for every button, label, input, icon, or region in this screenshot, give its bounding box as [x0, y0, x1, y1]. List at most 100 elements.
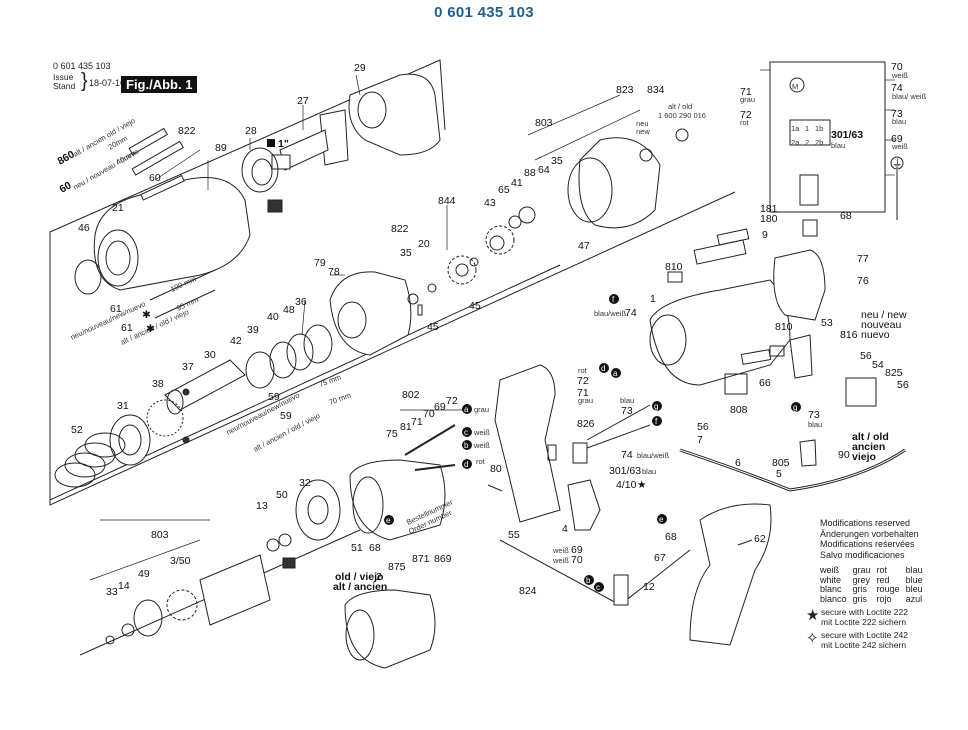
part-31-hammer: [109, 414, 151, 466]
callout-70a: 70: [423, 408, 435, 420]
callout-45b: 45: [427, 321, 439, 333]
callout-60b: 60: [149, 172, 161, 184]
wire-marker-g-housing: g: [793, 403, 797, 412]
callout-59b: 59: [280, 410, 292, 422]
part-33-washer: [105, 635, 115, 645]
color-cell: red: [876, 574, 890, 585]
part-dampener: [547, 444, 557, 461]
color-cell: blau: [905, 565, 923, 575]
callout-39: 39: [247, 324, 259, 336]
callout-61b: 61: [121, 322, 133, 334]
callout-38: 38: [152, 378, 164, 390]
callout-56b: 56: [860, 350, 872, 362]
label-blau-weiss-74: blau/weiß: [637, 451, 670, 460]
switch-pin-1b: 1b: [815, 124, 823, 133]
label-blau-weiss-74-wiring: blau/ weiß: [892, 92, 927, 101]
callout-808: 808: [730, 404, 748, 416]
part-12-suppressor: [613, 574, 629, 606]
callout-76: 76: [857, 275, 869, 287]
callout-74a: 74: [621, 449, 633, 461]
callout-1: 1: [650, 293, 656, 305]
color-cell: rojo: [876, 593, 892, 604]
callout-40: 40: [267, 311, 279, 323]
callout-37: 37: [182, 361, 194, 373]
callout-89: 89: [215, 142, 227, 154]
part-80-screw: [487, 484, 503, 492]
callout-48: 48: [283, 304, 295, 316]
callout-6: 6: [735, 457, 741, 469]
callout-834: 834: [647, 84, 665, 96]
note-es: Salvo modificaciones: [820, 549, 905, 560]
label-rot-d: rot: [476, 457, 486, 466]
ground-icon: ⏚: [892, 158, 903, 170]
stand-label: Stand: [53, 81, 76, 91]
callout-72b: 72: [577, 375, 589, 387]
part-35-bearing: [407, 293, 419, 305]
wiring-diagram: [769, 61, 904, 237]
callout-60: 60: [58, 179, 74, 195]
callout-43: 43: [484, 197, 496, 209]
part-13-bearing: [266, 538, 280, 552]
loctite-star-icon-61b: ✱: [146, 323, 155, 335]
label-neu: neu: [636, 119, 649, 128]
callout-871: 871: [412, 553, 430, 565]
part-28-ring: [241, 147, 279, 193]
loctite-star-icon-61a: ✱: [142, 309, 151, 321]
callout-30: 30: [204, 349, 216, 361]
label-alt-old-number: 1 600 290 016: [658, 111, 706, 120]
part-32-fan-guide: [295, 479, 341, 541]
wire-marker-e-motor: e: [386, 516, 391, 525]
callout-802: 802: [402, 389, 420, 401]
callout-36: 36: [295, 296, 307, 308]
tool-icon: [267, 199, 283, 213]
label-rot-72-wiring: rot: [740, 118, 750, 127]
label-weiss-69: weiß: [552, 546, 569, 555]
part-6-handle: [689, 503, 772, 646]
part-52-spring: [54, 432, 126, 488]
note-en: Modifications reserved: [820, 518, 911, 528]
callout-46: 46: [78, 222, 90, 234]
part-90-old-holder: [799, 439, 817, 467]
color-cell: blanco: [820, 593, 847, 604]
callout-68b: 68: [665, 531, 677, 543]
color-cell: gris: [852, 593, 868, 604]
motor-symbol: M: [792, 82, 798, 91]
callout-47: 47: [578, 240, 590, 252]
callout-71a: 71: [411, 416, 423, 428]
label-alt-ancien: alt / ancien: [333, 581, 387, 593]
header-date: 18-07-16: [89, 78, 126, 88]
wire-marker-d-switch: d: [601, 364, 605, 373]
group-frame-top: [49, 59, 446, 345]
callout-20: 20: [418, 238, 430, 250]
callout-32: 32: [299, 477, 311, 489]
callout-61a: 61: [110, 303, 122, 315]
brace: }: [81, 70, 88, 92]
callout-28: 28: [245, 125, 257, 137]
callout-816: 816: [840, 329, 858, 341]
part-27-anvil: [271, 109, 349, 171]
wire-marker-a-motor: a: [464, 405, 469, 414]
label-blau-73: blau: [620, 396, 634, 405]
label-blau-301: blau: [642, 467, 656, 476]
callout-88: 88: [524, 167, 536, 179]
callout-90: 90: [838, 449, 850, 461]
label-neu-new-816: neu / new: [861, 309, 907, 321]
part-816-holder: [789, 334, 813, 379]
callout-69a: 69: [434, 401, 446, 413]
label-70mm: 70 mm: [328, 391, 353, 407]
callout-3-50: 3/50: [170, 555, 191, 567]
note-fr: Modifications reśervées: [820, 539, 915, 549]
label-nouveau-816: nouveau: [861, 319, 901, 331]
label-grau-motor: grau: [474, 405, 489, 414]
star-icon: ★: [806, 607, 820, 624]
callout-49: 49: [138, 568, 150, 580]
callout-869: 869: [434, 553, 452, 565]
wire-marker-f-housing: f: [612, 295, 615, 304]
part-1-motor-housing: [649, 279, 791, 386]
callout-81: 81: [400, 421, 412, 433]
callout-64: 64: [538, 164, 550, 176]
label-blau-301-wiring: blau: [831, 141, 845, 150]
tool-icon-2: [282, 557, 296, 569]
